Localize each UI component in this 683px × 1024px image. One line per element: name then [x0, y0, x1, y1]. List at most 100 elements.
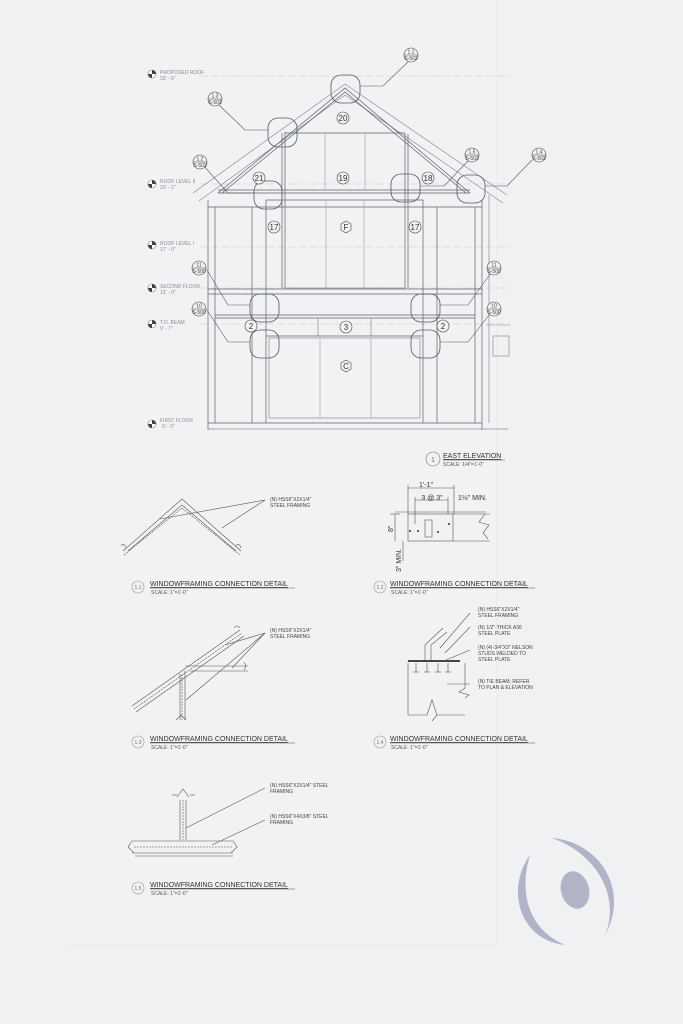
- callout-bubble[interactable]: 1.5 S-502: [464, 147, 480, 163]
- detail-note: STEEL FRAMING: [478, 613, 518, 619]
- detail-title: WINDOWFRAMING CONNECTION DETAIL: [150, 736, 288, 743]
- panel-tag: 19: [339, 174, 348, 183]
- level-elevation: 23' - 2": [160, 185, 176, 191]
- window-tag: C: [343, 362, 349, 371]
- detail-scale: SCALE: 1"=1'-0": [151, 891, 188, 897]
- callout-bottom: S-502: [465, 156, 479, 162]
- detail-number: 1.1: [135, 585, 142, 591]
- section-callouts: 1.1 S-502 1.3 S-502 1.2 S-502 1.5 S-502 …: [191, 47, 547, 317]
- detail-1-1: (N) HSS6"X2X1/4" STEEL FRAMING 1.1 WINDO…: [120, 497, 312, 596]
- detail-title: WINDOWFRAMING CONNECTION DETAIL: [390, 736, 528, 743]
- detail-note: FRAMING: [270, 789, 293, 795]
- east-elevation: [192, 60, 533, 430]
- detail-1-4: (N) HSS6"X2X1/4" STEEL FRAMING (N) 1/2"-…: [373, 607, 535, 751]
- panel-tag: 20: [339, 114, 348, 123]
- detail-1-2: 1'-1" 3 @ 3" 1½" MIN. 8" 3" MIN. 1.2 WIN…: [373, 482, 535, 596]
- detail-note: (N) HSS6"X2X1/4" STEEL: [270, 783, 329, 789]
- detail-note: FRAMING: [270, 820, 293, 826]
- detail-scale: SCALE: 1"=1'-0": [391, 745, 428, 751]
- callout-bubble[interactable]: 1.3 S-502: [207, 91, 223, 107]
- level-elevation: 17' - 0": [160, 247, 176, 253]
- level-name: T.O. BEAM: [160, 320, 185, 326]
- callout-bottom: S-502: [208, 100, 222, 106]
- detail-note: (N) HSS6"X2X1/4": [270, 628, 312, 634]
- detail-note: STUDS WELDED TO: [478, 651, 526, 657]
- nelson-studs: [413, 663, 451, 673]
- level-markers: [147, 69, 157, 429]
- detail-title: WINDOWFRAMING CONNECTION DETAIL: [150, 882, 288, 889]
- level-elevation: 0' - 0": [162, 424, 175, 430]
- leader-lines: [201, 60, 533, 343]
- detail-note: STEEL PLATE: [478, 631, 511, 637]
- level-name: FIRST FLOOR: [160, 418, 193, 424]
- detail-1-5: (N) HSS6"X2X1/4" STEEL FRAMING (N) HSS6"…: [127, 783, 329, 897]
- dimension-spacing: 3 @ 3": [421, 495, 443, 502]
- elevation-title-block: 1 EAST ELEVATION SCALE: 1/4"=1'-0": [425, 451, 505, 468]
- panel-tag: 21: [255, 174, 264, 183]
- callout-bottom: S-500: [487, 310, 501, 316]
- detail-note: (N) (4)-3/4"X3" NELSON: [478, 645, 533, 651]
- dimension-edge: 1½" MIN.: [458, 494, 487, 502]
- panel-tag: 2: [249, 322, 254, 331]
- callout-bottom: S-500: [192, 310, 206, 316]
- detail-note: (N) HSS6"X2X1/4": [270, 497, 312, 503]
- drawing-number: 1: [431, 457, 435, 464]
- detail-note: (N) TIE BEAM; REFER: [478, 679, 530, 685]
- drawing-sheet: [66, 0, 497, 945]
- callout-bubble[interactable]: 1.4 S-502: [531, 147, 547, 163]
- dimension-height: 8": [388, 525, 395, 532]
- detail-title: WINDOWFRAMING CONNECTION DETAIL: [390, 581, 528, 588]
- callout-bottom: S-500: [487, 269, 501, 275]
- detail-number: 1.3: [135, 740, 142, 746]
- detail-clouds: [249, 74, 486, 359]
- level-elevation: 9' - 7": [160, 326, 173, 332]
- callout-top: 1.2: [197, 157, 204, 163]
- detail-note: STEEL PLATE: [478, 657, 511, 663]
- level-name: ROOF LEVEL II: [160, 179, 195, 185]
- level-labels: PROPOSED ROOF 33' - 6" ROOF LEVEL II 23'…: [160, 70, 204, 430]
- callout-bubble[interactable]: 10 S-500: [191, 301, 207, 317]
- callout-bubble[interactable]: 1.1 S-502: [403, 47, 419, 63]
- detail-scale: SCALE: 1"=1'-0": [151, 590, 188, 596]
- detail-title: WINDOWFRAMING CONNECTION DETAIL: [150, 581, 288, 588]
- dimension-overall: 1'-1": [419, 482, 433, 489]
- detail-note: STEEL FRAMING: [270, 503, 310, 509]
- panel-tag: 18: [424, 174, 433, 183]
- callout-bubble[interactable]: 10 S-500: [486, 301, 502, 317]
- level-elevation: 13' - 0": [160, 290, 176, 296]
- callout-top: 11: [491, 263, 496, 269]
- panel-tag: 2: [441, 322, 446, 331]
- drawing-scale: SCALE: 1/4"=1'-0": [443, 462, 484, 468]
- detail-note: TO PLAN & ELEVATION: [478, 685, 533, 691]
- dimension-bottom: 3" MIN.: [396, 549, 403, 572]
- level-name: ROOF LEVEL I: [160, 241, 194, 247]
- callout-bottom: S-502: [532, 156, 546, 162]
- window-tag: F: [344, 223, 349, 232]
- detail-number: 1.5: [135, 886, 142, 892]
- detail-scale: SCALE: 1"=1'-0": [391, 590, 428, 596]
- callout-bubble[interactable]: 11 S-500: [486, 260, 502, 276]
- level-name: SECOND FLOOR: [160, 284, 200, 290]
- detail-1-3: (N) HSS6"X2X1/4" STEEL FRAMING 1.3 WINDO…: [131, 625, 312, 751]
- panel-tag: 17: [411, 223, 420, 232]
- callout-bottom: S-502: [404, 56, 418, 62]
- detail-number: 1.2: [377, 585, 384, 591]
- drawing-title: EAST ELEVATION: [443, 453, 501, 460]
- detail-note: STEEL FRAMING: [270, 634, 310, 640]
- detail-scale: SCALE: 1"=1'-0": [151, 745, 188, 751]
- callout-top: 10: [491, 304, 497, 310]
- detail-number: 1.4: [377, 740, 384, 746]
- callout-top: 11: [196, 263, 201, 269]
- watermark-logo: [517, 838, 615, 945]
- detail-note: (N) 1/2"-THICK A36: [478, 625, 522, 631]
- panel-tag: 3: [344, 323, 349, 332]
- detail-note: (N) HSS6"X4X3/8" STEEL: [270, 814, 329, 820]
- callout-top: 10: [196, 304, 202, 310]
- callout-bubble[interactable]: 1.2 S-502: [192, 154, 208, 170]
- callout-bubble[interactable]: 11 S-500: [191, 260, 207, 276]
- detail-note: (N) HSS6"X2X1/4": [478, 607, 520, 613]
- level-elevation: 33' - 6": [160, 76, 176, 82]
- callout-bottom: S-502: [193, 163, 207, 169]
- level-name: PROPOSED ROOF: [160, 70, 204, 76]
